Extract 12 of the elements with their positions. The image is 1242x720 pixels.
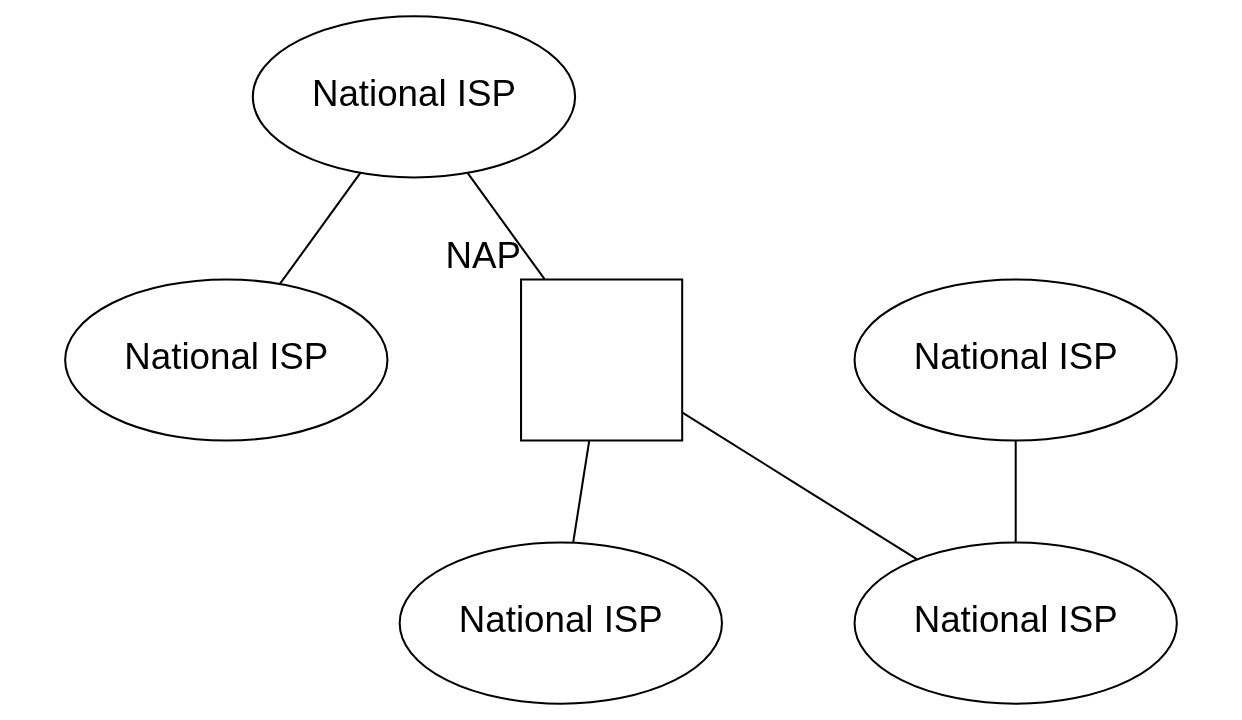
- node-ellipse: National ISP: [64, 278, 389, 442]
- connector: [279, 172, 361, 285]
- connector: [681, 411, 918, 561]
- node-ellipse: National ISP: [251, 15, 577, 179]
- node-ellipse: National ISP: [853, 541, 1178, 705]
- node-ellipse: National ISP: [853, 278, 1178, 442]
- node-ellipse: National ISP: [398, 541, 723, 705]
- connector: [466, 172, 546, 280]
- connector: [572, 441, 591, 543]
- node-label: NAP: [445, 235, 522, 277]
- connector: [1014, 441, 1017, 543]
- node-box: [520, 278, 684, 442]
